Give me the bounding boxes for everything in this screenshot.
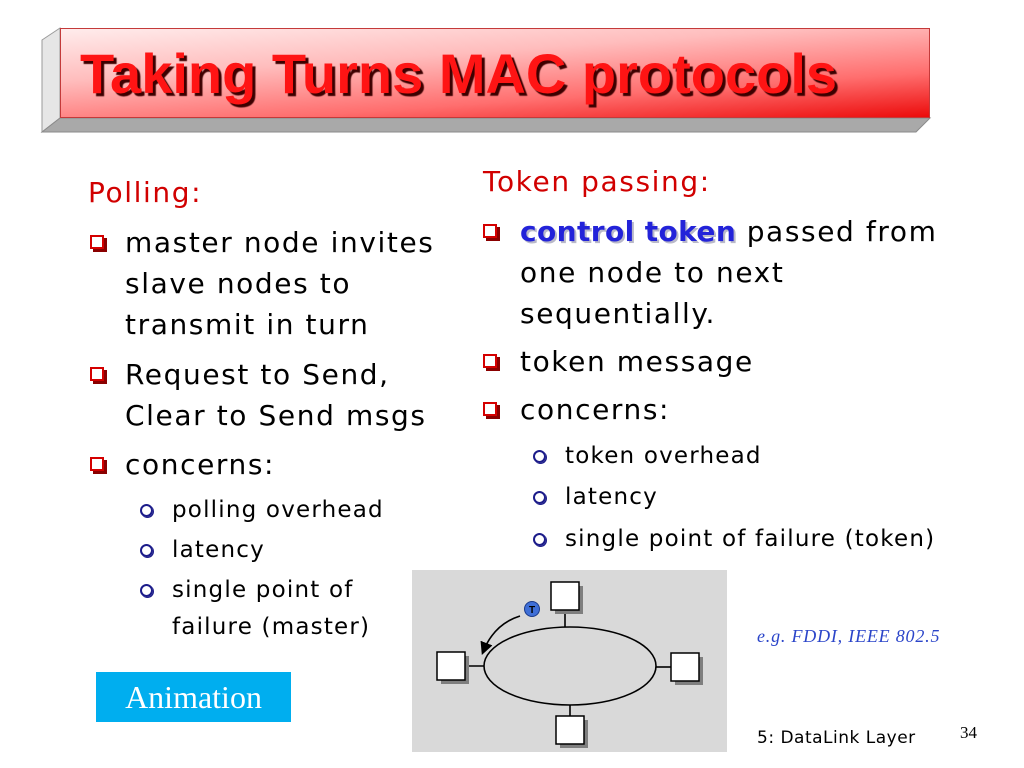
slide-footer: 5: DataLink Layer bbox=[757, 728, 916, 748]
polling-heading: Polling: bbox=[88, 176, 203, 209]
title-banner-bevel bbox=[40, 27, 932, 134]
title-banner-side bbox=[41, 27, 61, 134]
page-number: 34 bbox=[960, 723, 977, 742]
sub-bullet-text: token overhead bbox=[565, 443, 762, 469]
circle-bullet-icon bbox=[533, 491, 546, 504]
node-top bbox=[550, 581, 583, 614]
square-bullet-icon bbox=[483, 402, 497, 416]
bullet-text: Request to Send, Clear to Send msgs bbox=[125, 358, 427, 432]
title-banner bbox=[60, 28, 930, 118]
node-left bbox=[436, 651, 469, 684]
circle-bullet-icon bbox=[533, 533, 546, 546]
square-bullet-icon bbox=[90, 367, 104, 381]
sub-bullet-text: latency bbox=[172, 537, 265, 563]
bullet-text: concerns: bbox=[520, 393, 671, 426]
token-direction-arrow bbox=[480, 615, 521, 655]
example-note: e.g. FDDI, IEEE 802.5 bbox=[757, 626, 941, 646]
slide-title: Taking Turns MAC protocols bbox=[80, 42, 838, 105]
control-token-emphasis: control token bbox=[520, 215, 737, 248]
token-ring-diagram: T bbox=[412, 570, 727, 752]
sub-bullet-text: single point of failure (master) bbox=[172, 577, 371, 640]
circle-bullet-icon bbox=[140, 504, 153, 517]
circle-bullet-icon bbox=[533, 450, 546, 463]
bullet-text: master node invites slave nodes to trans… bbox=[125, 226, 435, 341]
bullet-text: concerns: bbox=[125, 448, 276, 481]
ring bbox=[483, 626, 657, 706]
token-passing-heading: Token passing: bbox=[483, 165, 711, 198]
sub-bullet-text: polling overhead bbox=[172, 497, 384, 523]
square-bullet-icon bbox=[483, 354, 497, 368]
token-marker: T bbox=[524, 601, 540, 617]
circle-bullet-icon bbox=[140, 544, 153, 557]
node-right bbox=[670, 652, 703, 685]
square-bullet-icon bbox=[90, 235, 104, 249]
bullet-text: token message bbox=[520, 345, 754, 378]
token-label: T bbox=[529, 605, 535, 616]
token-circle-icon bbox=[524, 601, 540, 617]
bullet-text-rest: passed from one node to next sequentiall… bbox=[520, 215, 938, 330]
sub-bullet-text: single point of failure (token) bbox=[565, 526, 936, 552]
title-banner-bottom bbox=[40, 117, 932, 133]
square-bullet-icon bbox=[90, 457, 104, 471]
token-ring-figure: T bbox=[436, 581, 703, 748]
square-bullet-icon bbox=[483, 224, 497, 238]
bullet-text: control token passed from one node to ne… bbox=[520, 211, 937, 334]
animation-button[interactable]: Animation bbox=[96, 672, 291, 722]
node-bottom bbox=[555, 715, 588, 748]
circle-bullet-icon bbox=[140, 584, 153, 597]
sub-bullet-text: latency bbox=[565, 484, 658, 510]
